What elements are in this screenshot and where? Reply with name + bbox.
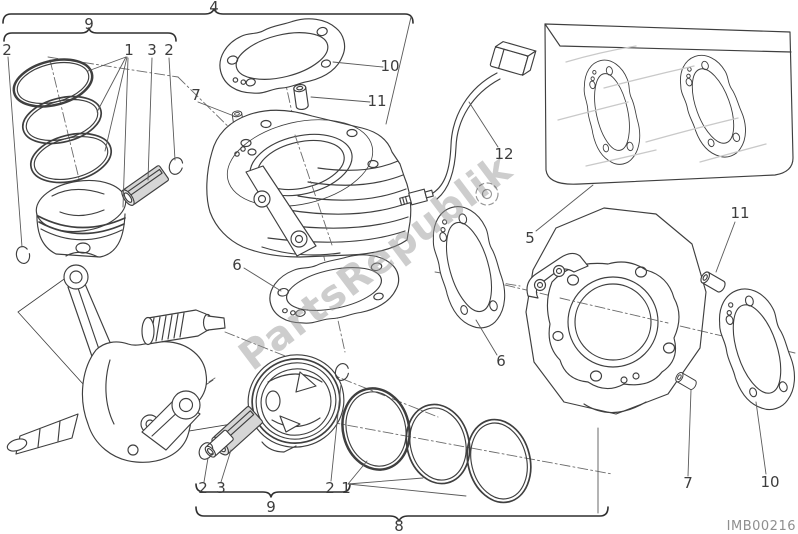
piston-ring (466, 418, 532, 504)
piston-ring (21, 95, 103, 145)
piston-ring (29, 132, 113, 184)
callout-6: 6 (232, 256, 242, 274)
bracket-9-top (3, 27, 177, 42)
group-brackets (2, 8, 609, 522)
cable-connector (489, 41, 537, 76)
crank-shaft-right-splined (141, 309, 226, 346)
callout-11: 11 (730, 204, 749, 222)
temp-sensor (399, 188, 434, 206)
bracket-9-bottom (195, 483, 351, 498)
piston-ring (341, 387, 411, 471)
wrist-pin-front (121, 165, 169, 206)
connecting-rod-rear (141, 390, 201, 451)
callout-7: 7 (683, 474, 693, 492)
piston-ring-stack-front (12, 58, 113, 184)
spare-parts-bag (544, 23, 794, 185)
callout-10: 10 (380, 57, 399, 75)
cylinder-front (206, 109, 412, 258)
head-gasket-rear (708, 280, 798, 419)
callout-10: 10 (760, 473, 779, 491)
callout-2: 2 (164, 41, 174, 59)
circlip (166, 155, 186, 177)
figure-code: IMB00216 (727, 519, 796, 534)
circlip (14, 244, 32, 266)
head-gasket-front (212, 9, 353, 103)
leader-lines (7, 16, 767, 514)
callout-9: 9 (266, 498, 276, 516)
callout-3: 3 (147, 41, 157, 59)
bracket-8 (195, 506, 609, 522)
piston-rear (247, 354, 345, 453)
callout-2: 2 (198, 479, 208, 497)
bag-sheen-lines (557, 45, 767, 167)
piston-ring (12, 58, 94, 108)
callout-7: 7 (191, 86, 201, 104)
dowel-bushing (698, 269, 728, 295)
callout-4: 4 (209, 0, 219, 16)
cylinder-mount-bracket (245, 165, 317, 257)
piston-front (35, 179, 127, 258)
cylinder-rear (525, 207, 707, 415)
pin-sleeve (204, 429, 234, 458)
gear-logo-icon (475, 182, 499, 206)
callout-3: 3 (216, 479, 226, 497)
crank-shaft-left (6, 413, 79, 455)
cylinder-clamp-bracket (526, 252, 589, 299)
crankshaft-assembly (6, 264, 226, 463)
dowel-bushing (292, 83, 310, 111)
callout-2: 2 (2, 41, 12, 59)
callout-9: 9 (84, 15, 94, 33)
callout-8: 8 (394, 517, 404, 534)
callout-5: 5 (525, 229, 535, 247)
dowel-bushing (673, 370, 699, 392)
piston-ring-stack-rear (341, 387, 532, 504)
callout-6: 6 (496, 352, 506, 370)
callout-2: 2 (325, 479, 335, 497)
callout-1: 1 (341, 479, 351, 497)
piston-ring (405, 403, 471, 485)
sensor-cable (399, 41, 537, 206)
callout-11: 11 (367, 92, 386, 110)
callout-12: 12 (494, 145, 513, 163)
bracket-4 (2, 8, 414, 24)
callout-1: 1 (124, 41, 134, 59)
